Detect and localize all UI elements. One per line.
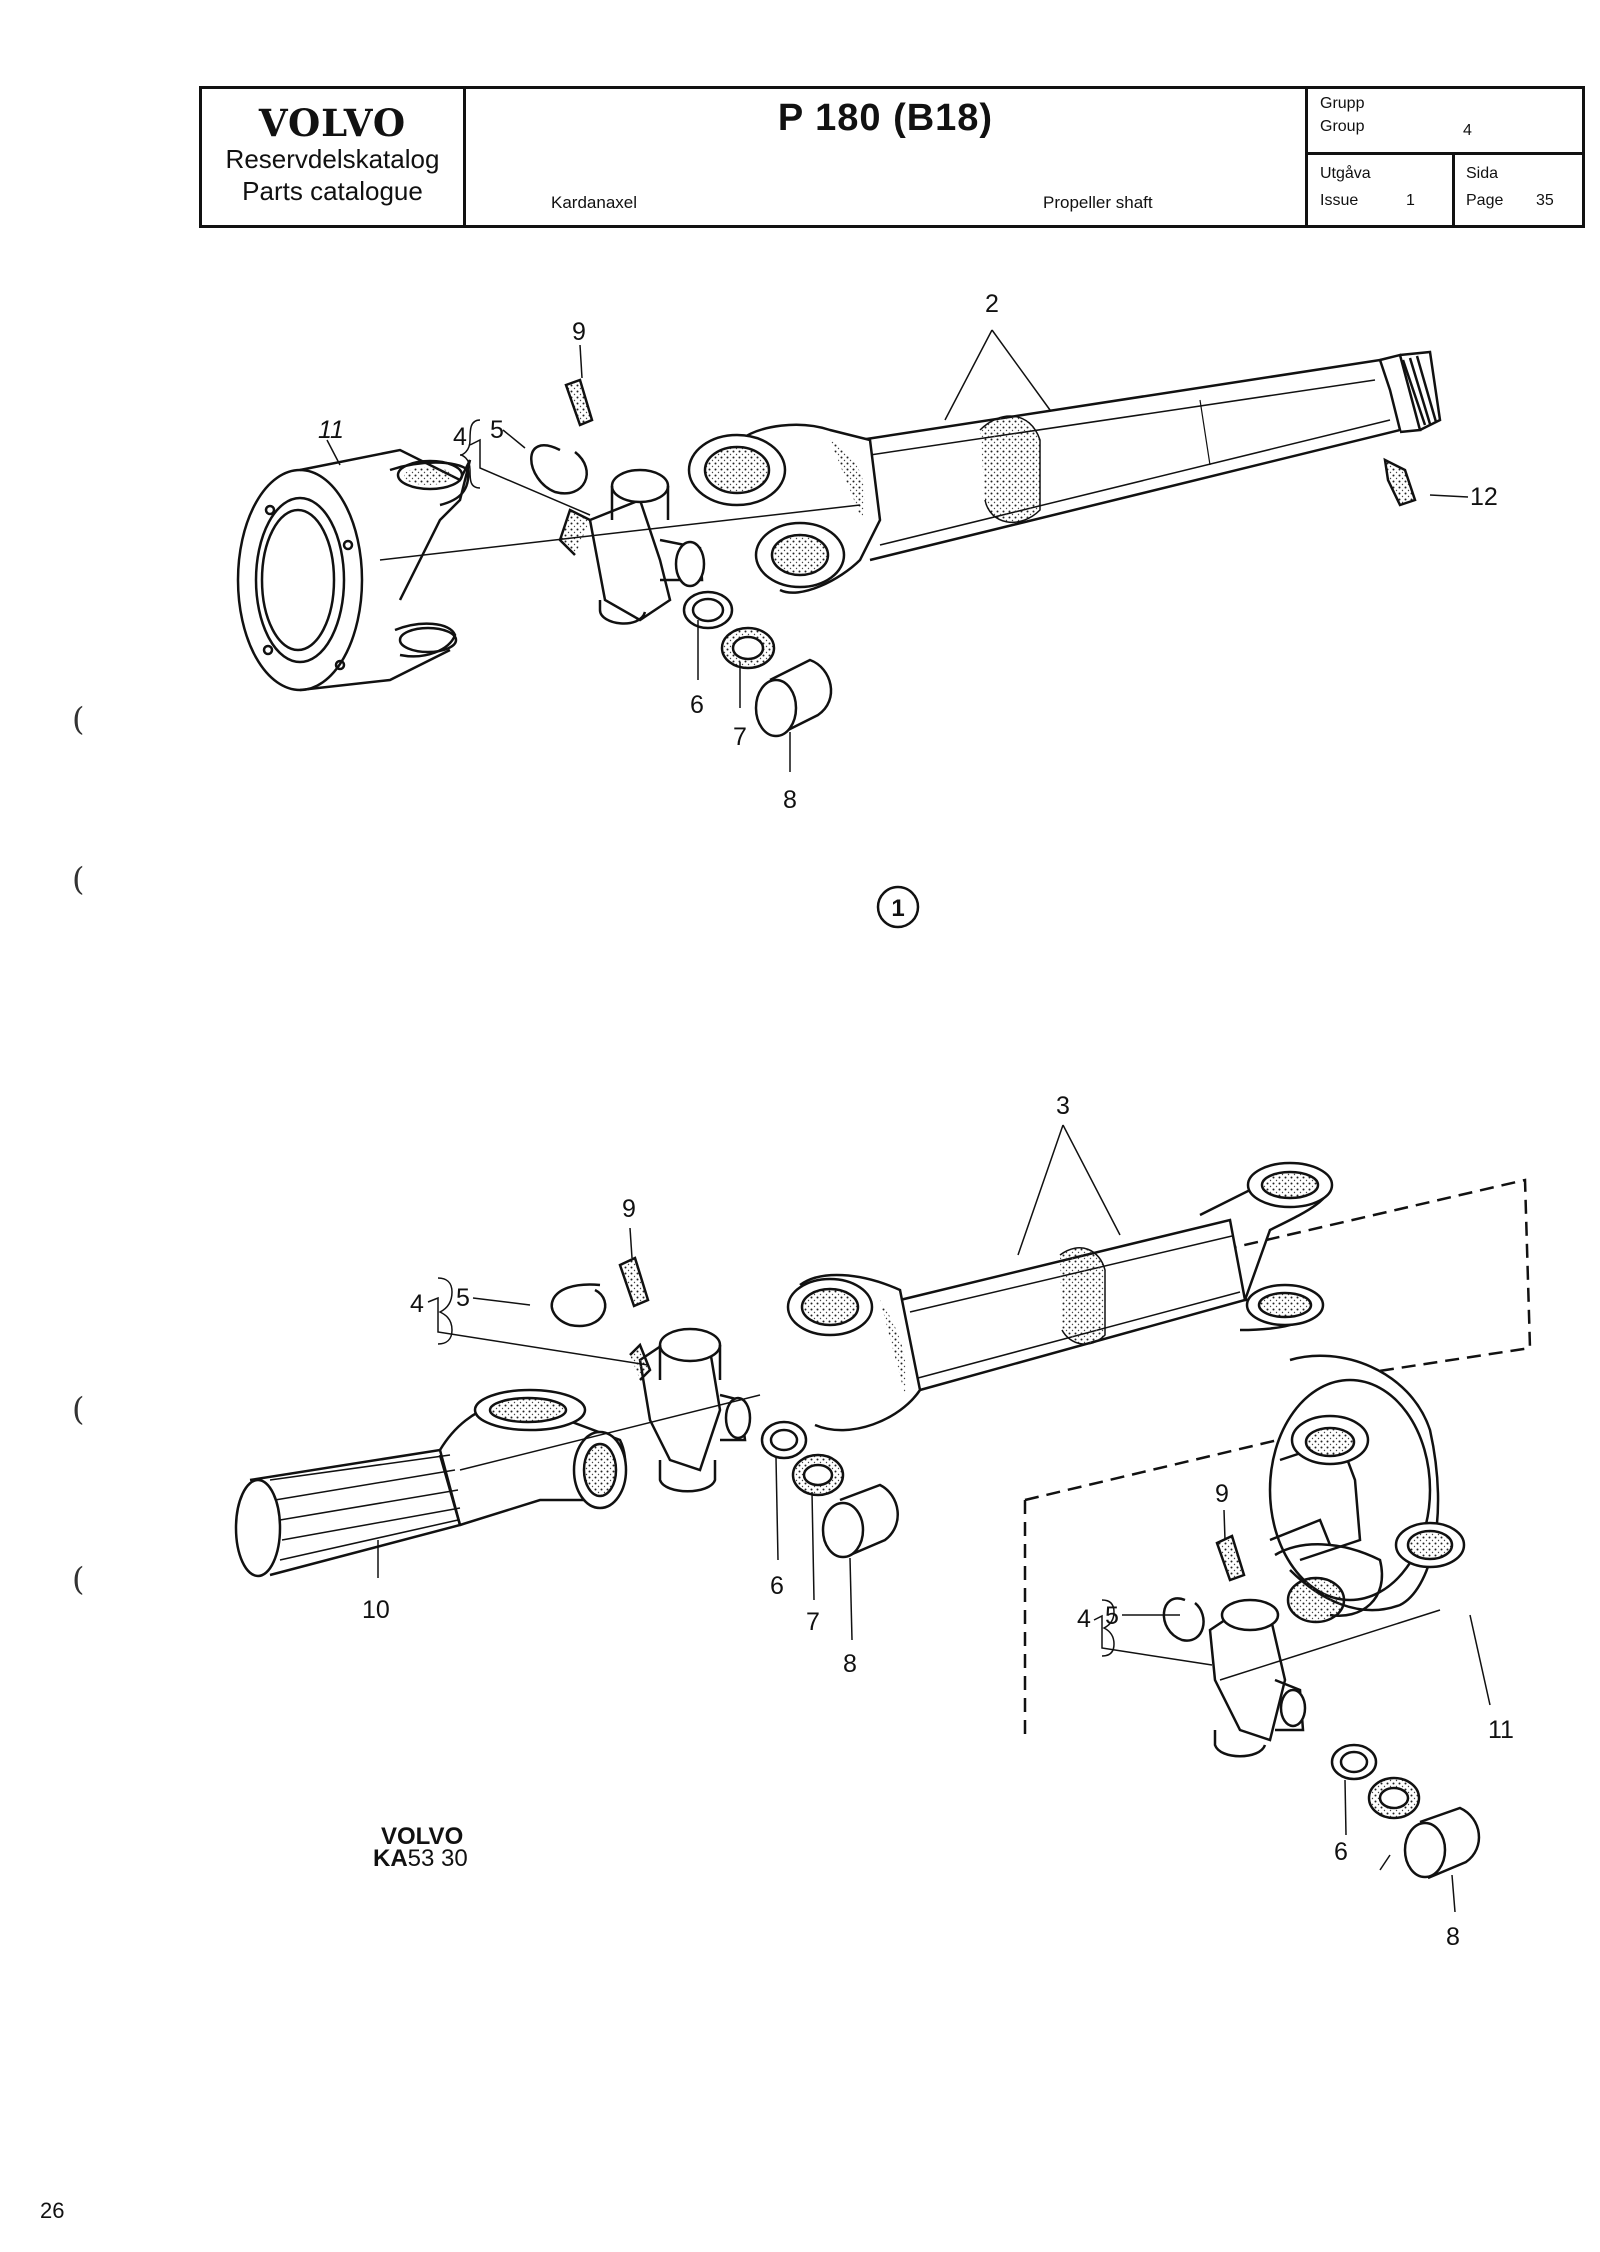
reference-code: KA53 30 bbox=[373, 1845, 468, 1872]
margin-mark: ( bbox=[72, 1560, 85, 1598]
page-label-sv: Sida bbox=[1466, 165, 1499, 182]
catalog-header: VOLVO Reservdelskatalog Parts catalogue … bbox=[199, 86, 1585, 228]
callout-5: 5 bbox=[1105, 1602, 1119, 1630]
group-label-en: Group bbox=[1320, 118, 1365, 135]
model-name: P 180 (B18) bbox=[777, 97, 994, 139]
figure-1-leaders bbox=[326, 329, 1469, 772]
callout-11: 11 bbox=[318, 416, 344, 444]
figure-1 bbox=[236, 350, 1442, 738]
index-cell: Grupp Group 4 Utgåva Issue 1 Sida Page 3… bbox=[1308, 89, 1582, 225]
callout-10: 10 bbox=[362, 1596, 390, 1624]
margin-mark: ( bbox=[72, 700, 85, 738]
reference-code-number: 53 30 bbox=[407, 1845, 468, 1872]
callout-2: 2 bbox=[985, 290, 999, 318]
brand-cell: VOLVO Reservdelskatalog Parts catalogue bbox=[202, 89, 466, 225]
page-value: 35 bbox=[1536, 192, 1554, 209]
callout-4: 4 bbox=[410, 1290, 424, 1318]
inset-callouts: 9 4 5 11 6 8 bbox=[1077, 1480, 1514, 1951]
inset-detail bbox=[1023, 1354, 1481, 1880]
callout-12: 12 bbox=[1470, 483, 1498, 511]
group-label-sv: Grupp bbox=[1320, 95, 1365, 112]
page-label-en: Page bbox=[1466, 192, 1504, 209]
callout-7: 7 bbox=[733, 723, 747, 751]
callout-4: 4 bbox=[1077, 1605, 1091, 1633]
issue-label-en: Issue bbox=[1320, 192, 1359, 209]
margin-mark: ( bbox=[72, 1390, 85, 1428]
reference-code-prefix: KA bbox=[373, 1845, 408, 1872]
slip-yoke-part bbox=[234, 1388, 628, 1578]
reference-brand: VOLVO bbox=[381, 1823, 464, 1850]
callout-9: 9 bbox=[1215, 1480, 1229, 1508]
issue-label-sv: Utgåva bbox=[1320, 165, 1371, 182]
callout-11: 11 bbox=[1488, 1716, 1514, 1744]
volvo-logo: VOLVO bbox=[258, 101, 407, 145]
callout-8: 8 bbox=[1446, 1923, 1460, 1951]
callout-6: 6 bbox=[690, 691, 704, 719]
callout-5: 5 bbox=[456, 1284, 470, 1312]
callout-9: 9 bbox=[572, 318, 586, 346]
callout-6: 6 bbox=[1334, 1838, 1348, 1866]
index-divider-h bbox=[1308, 152, 1582, 155]
figure-1-marker: 1 bbox=[876, 885, 920, 929]
propeller-shaft-part bbox=[786, 1161, 1334, 1432]
figure-1-number: 1 bbox=[891, 895, 904, 922]
callout-8: 8 bbox=[843, 1650, 857, 1678]
page-number: 26 bbox=[40, 2198, 65, 2223]
propeller-shaft-part bbox=[687, 350, 1442, 594]
figure-2-callouts: 3 9 4 5 10 6 7 8 bbox=[362, 1092, 1070, 1678]
callout-5: 5 bbox=[490, 416, 504, 444]
callout-4: 4 bbox=[453, 423, 467, 451]
section-title-en: Propeller shaft bbox=[1043, 193, 1153, 212]
callout-9: 9 bbox=[622, 1195, 636, 1223]
figure-2-leaders bbox=[377, 1124, 1491, 1913]
margin-mark: ( bbox=[72, 860, 85, 898]
catalog-title-sv: Reservdelskatalog bbox=[225, 144, 440, 174]
universal-joint-part bbox=[558, 468, 706, 625]
figure-2 bbox=[234, 1161, 1532, 1880]
catalog-title-en: Parts catalogue bbox=[242, 176, 423, 206]
drawing-reference: VOLVO KA53 30 bbox=[373, 1823, 468, 1872]
callout-6: 6 bbox=[770, 1572, 784, 1600]
model-cell: P 180 (B18) Kardanaxel Propeller shaft bbox=[466, 89, 1308, 225]
callout-7: 7 bbox=[806, 1608, 820, 1636]
group-value: 4 bbox=[1463, 122, 1472, 139]
figure-1-callouts: 2 9 11 4 5 12 6 7 8 bbox=[318, 290, 1498, 814]
index-divider-v bbox=[1452, 152, 1455, 225]
callout-3: 3 bbox=[1056, 1092, 1070, 1120]
callout-8: 8 bbox=[783, 786, 797, 814]
section-title-sv: Kardanaxel bbox=[551, 193, 638, 212]
companion-flange-part bbox=[236, 448, 472, 692]
issue-value: 1 bbox=[1406, 192, 1415, 209]
